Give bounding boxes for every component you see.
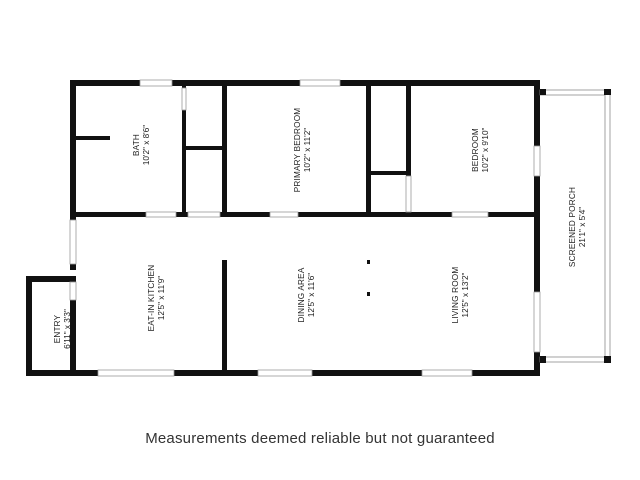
walls [26,80,540,376]
window-bath-side [181,87,187,111]
window-right-lower [533,291,541,353]
wall-left-upper [70,80,76,270]
living-dims: 12'5" x 13'2" [461,272,470,317]
wall-right [534,80,540,376]
screened-porch-label: SCREENED PORCH 21'1" x 5'4" [568,187,587,267]
kitchen-dims: 12'5" x 11'9" [157,276,166,320]
bath-dims: 10'2" x 8'6" [142,125,151,165]
window-kitchen-bottom [97,369,175,377]
entry-wall-left [26,276,32,376]
window-dining-bottom [257,369,313,377]
bath-name: BATH [132,134,141,156]
entry-name: ENTRY [53,314,62,343]
post-dining-top [367,260,370,264]
entry-dims: 6'11" x 3'3" [63,309,72,349]
room-labels: BATH 10'2" x 8'6" PRIMARY BEDROOM 10'2" … [53,108,587,349]
wall-closet2-right [406,86,411,176]
bedroom-label: BEDROOM 10'2" x 9'10" [471,127,490,172]
kitchen-label: EAT-IN KITCHEN 12'5" x 11'9" [147,265,166,332]
wall-closet-left [222,86,227,212]
wall-closet2-bottom [371,171,406,175]
porch-corner-tr [604,89,611,95]
wall-primary-right [366,86,371,212]
door-entry [69,281,77,301]
primary-bedroom-label: PRIMARY BEDROOM 10'2" x 11'2" [293,108,312,193]
porch-corner-bl [540,356,546,363]
door-bedroom [451,211,489,218]
window-bath-top [139,79,173,87]
entry-wall-bottom [26,370,76,376]
kitchen-name: EAT-IN KITCHEN [147,265,156,332]
window-living-bottom [421,369,473,377]
wall-kitchen-dining [222,260,227,370]
post-dining-mid [367,292,370,296]
wall-bath-right [182,86,186,212]
porch-corner-tl [540,89,546,95]
window-primary-top [299,79,341,87]
screened-porch-dims: 21'1" x 5'4" [578,207,587,247]
wall-bath-stub [76,136,110,140]
window-left [69,219,77,265]
window-closet2-side [405,175,412,213]
porch-corner-br [604,356,611,363]
porch-bottom [539,356,611,363]
primary-bedroom-dims: 10'2" x 11'2" [303,128,312,172]
dining-label: DINING AREA 12'5" x 11'6" [297,267,316,322]
dining-name: DINING AREA [297,267,306,322]
entry-label: ENTRY 6'11" x 3'3" [53,309,72,349]
primary-bedroom-name: PRIMARY BEDROOM [293,108,302,193]
screened-porch-outline [539,89,611,363]
entry-wall-top [26,276,76,282]
porch-right [604,89,611,363]
door-closet [187,211,221,218]
screened-porch-name: SCREENED PORCH [568,187,577,267]
porch-top [539,89,611,96]
window-right-upper [533,145,541,177]
wall-left-lower [70,300,76,376]
door-primary [269,211,299,218]
door-bath [145,211,177,218]
wall-divider-horizontal [76,212,534,217]
dining-dims: 12'5" x 11'6" [307,273,316,317]
bedroom-dims: 10'2" x 9'10" [481,127,490,172]
living-name: LIVING ROOM [451,267,460,324]
living-label: LIVING ROOM 12'5" x 13'2" [451,267,470,324]
windows [69,79,541,377]
bath-label: BATH 10'2" x 8'6" [132,125,151,165]
bedroom-name: BEDROOM [471,128,480,172]
wall-closet-shelf [186,146,222,150]
disclaimer-text: Measurements deemed reliable but not gua… [145,430,495,447]
